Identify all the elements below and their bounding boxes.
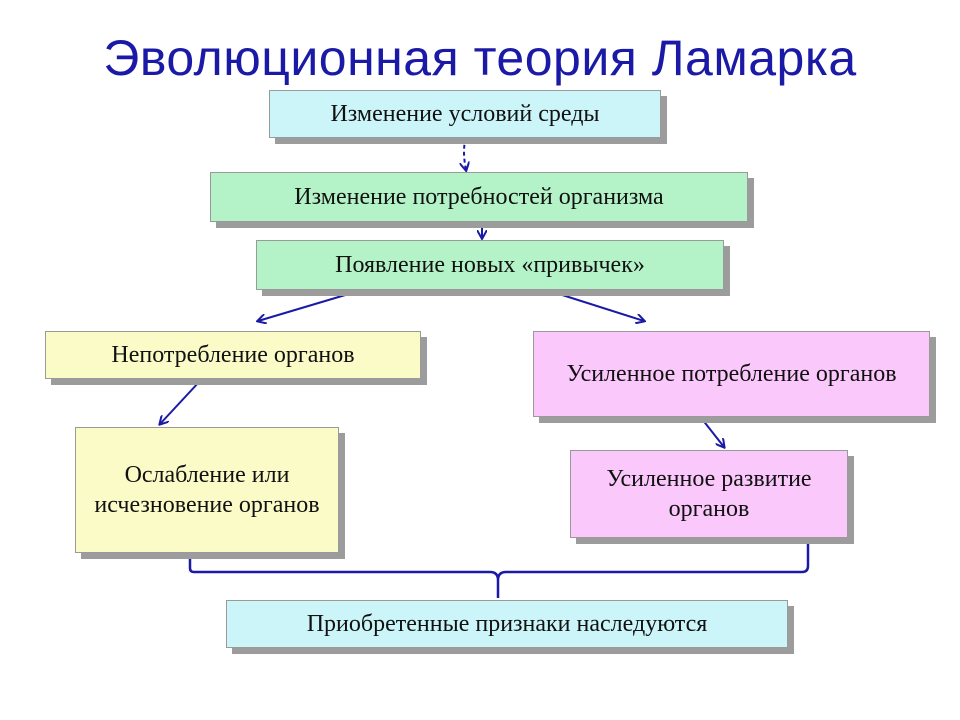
arrow-habits-to-disuse bbox=[258, 292, 353, 321]
new-habits-box: Появление новых «привычек» bbox=[256, 240, 724, 290]
arrow-habits-to-use bbox=[555, 292, 644, 321]
organ-use-label: Усиленное потребление органов bbox=[566, 361, 897, 387]
brace-to-inherited bbox=[188, 541, 810, 598]
organ-development-label: Усиленное развитие органов bbox=[606, 466, 812, 522]
env-change-label: Изменение условий среды bbox=[330, 101, 600, 127]
organ-use-box: Усиленное потребление органов bbox=[533, 331, 930, 417]
organ-weakening-label: Ослабление или исчезновение органов bbox=[94, 462, 320, 518]
inherited-traits-box: Приобретенные признаки наследуются bbox=[226, 600, 788, 648]
organ-disuse-box: Непотребление органов bbox=[45, 331, 421, 379]
needs-change-label: Изменение потребностей организма bbox=[294, 184, 664, 210]
organ-disuse-label: Непотребление органов bbox=[111, 342, 355, 368]
arrow-disuse-to-weakening bbox=[160, 380, 201, 424]
arrow-env-to-needs bbox=[464, 137, 466, 170]
slide-title: Эволюционная теория Ламарка bbox=[103, 30, 857, 86]
env-change-box: Изменение условий среды bbox=[269, 90, 661, 138]
organ-development-box: Усиленное развитие органов bbox=[570, 450, 848, 538]
new-habits-label: Появление новых «привычек» bbox=[335, 252, 645, 278]
needs-change-box: Изменение потребностей организма bbox=[210, 172, 748, 222]
inherited-traits-label: Приобретенные признаки наследуются bbox=[306, 611, 708, 637]
organ-weakening-box: Ослабление или исчезновение органов bbox=[75, 427, 339, 553]
arrow-use-to-development bbox=[701, 418, 724, 447]
